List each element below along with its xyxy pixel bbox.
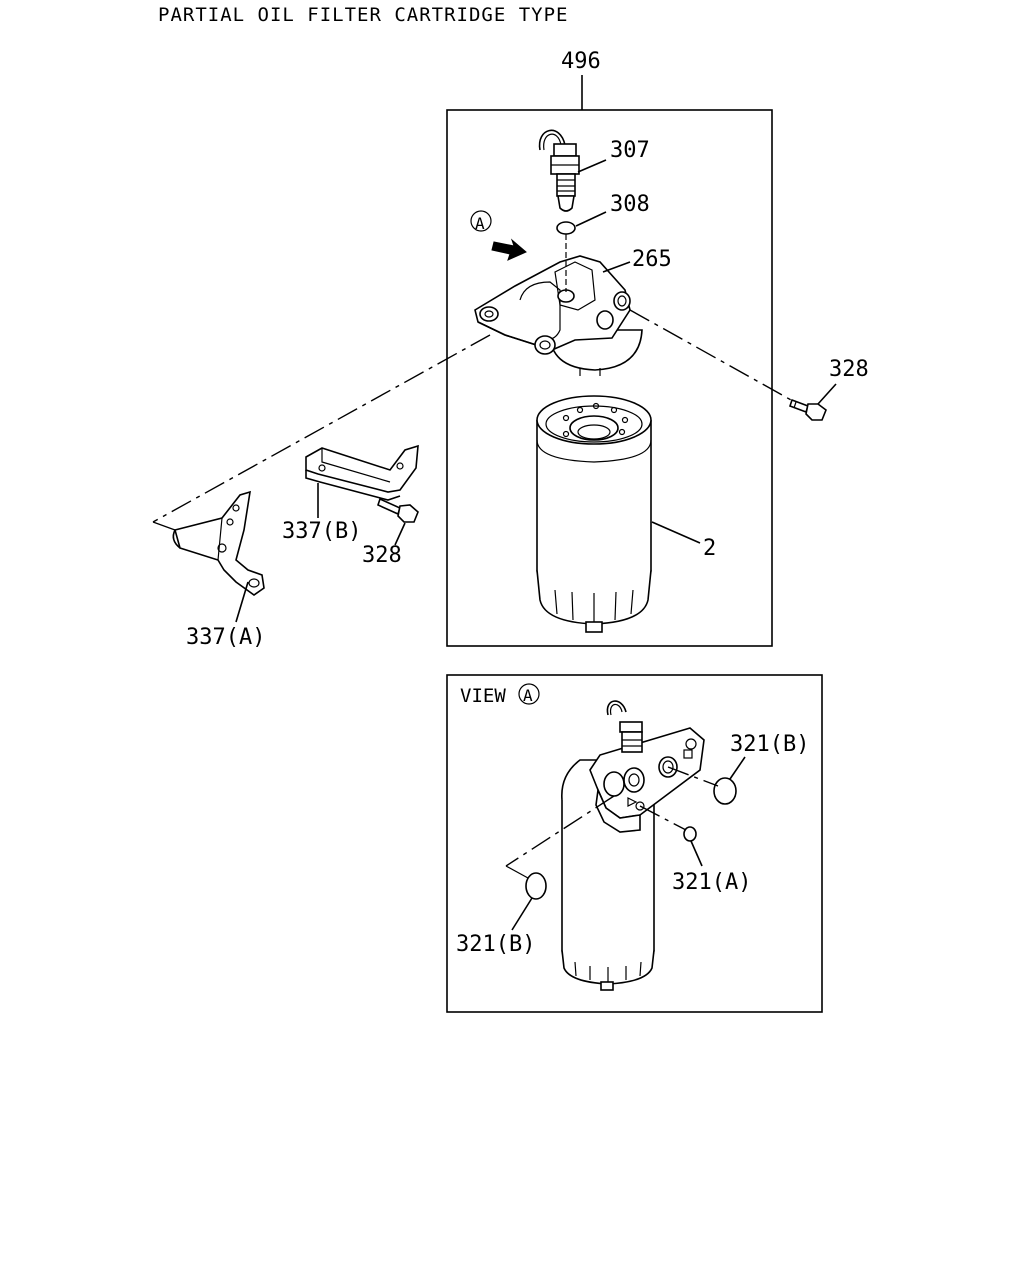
- view-a-frame: [446, 674, 823, 1013]
- view-filter-assembly: [561, 700, 705, 991]
- oring-321a: [683, 826, 697, 842]
- view-alignment-right: [667, 766, 719, 787]
- leader-2: [651, 521, 701, 544]
- diagram-title: PARTIAL OIL FILTER CARTRIDGE TYPE: [158, 4, 569, 26]
- callout-321b-left: 321(B): [456, 932, 535, 957]
- filter-cartridge: [536, 395, 652, 633]
- callout-328-right: 328: [829, 357, 869, 382]
- bracket-337b: [305, 444, 419, 501]
- leader-307: [577, 159, 607, 173]
- callout-308: 308: [610, 192, 650, 217]
- svg-text:A: A: [475, 214, 485, 233]
- callout-321a: 321(A): [672, 870, 751, 895]
- oil-pressure-sensor: [538, 129, 580, 212]
- leader-265: [602, 261, 631, 273]
- callout-307: 307: [610, 138, 650, 163]
- view-a-marker: A: [470, 210, 492, 233]
- leader-308: [575, 211, 607, 227]
- main-assembly: 496 307 308 A: [152, 49, 801, 647]
- view-direction-arrow: [491, 238, 527, 261]
- bolt-right: [788, 398, 827, 421]
- leader-328-right: [817, 383, 837, 405]
- view-alignment-left: [505, 795, 615, 867]
- view-a-panel: VIEW A: [446, 674, 823, 1013]
- oring-321b-right: [713, 777, 737, 805]
- view-alignment-center: [639, 805, 687, 831]
- alignment-line-bracket: [152, 334, 491, 523]
- view-label: VIEW: [460, 685, 506, 707]
- bolt-left: [377, 497, 419, 523]
- bracket-337a: [172, 490, 265, 596]
- leader-321b-right: [729, 756, 746, 780]
- filter-head: [474, 234, 643, 376]
- callout-2: 2: [703, 536, 716, 561]
- callout-337b: 337(B): [282, 519, 361, 544]
- view-label-marker: A: [518, 683, 540, 705]
- callout-328-left: 328: [362, 543, 402, 568]
- callout-265: 265: [632, 247, 672, 272]
- oring-308: [556, 221, 576, 235]
- assembly-frame: [446, 109, 773, 647]
- alignment-line-bolt-right: [629, 309, 801, 406]
- callout-321b-right: 321(B): [730, 732, 809, 757]
- leader-321a: [690, 840, 703, 867]
- leader-321b-left: [511, 897, 533, 931]
- svg-text:A: A: [523, 686, 533, 705]
- oring-321b-left: [525, 872, 547, 900]
- callout-337a: 337(A): [186, 625, 265, 650]
- callout-496: 496: [561, 49, 601, 74]
- leader-328-left: [394, 522, 406, 546]
- leader-337a: [235, 581, 249, 623]
